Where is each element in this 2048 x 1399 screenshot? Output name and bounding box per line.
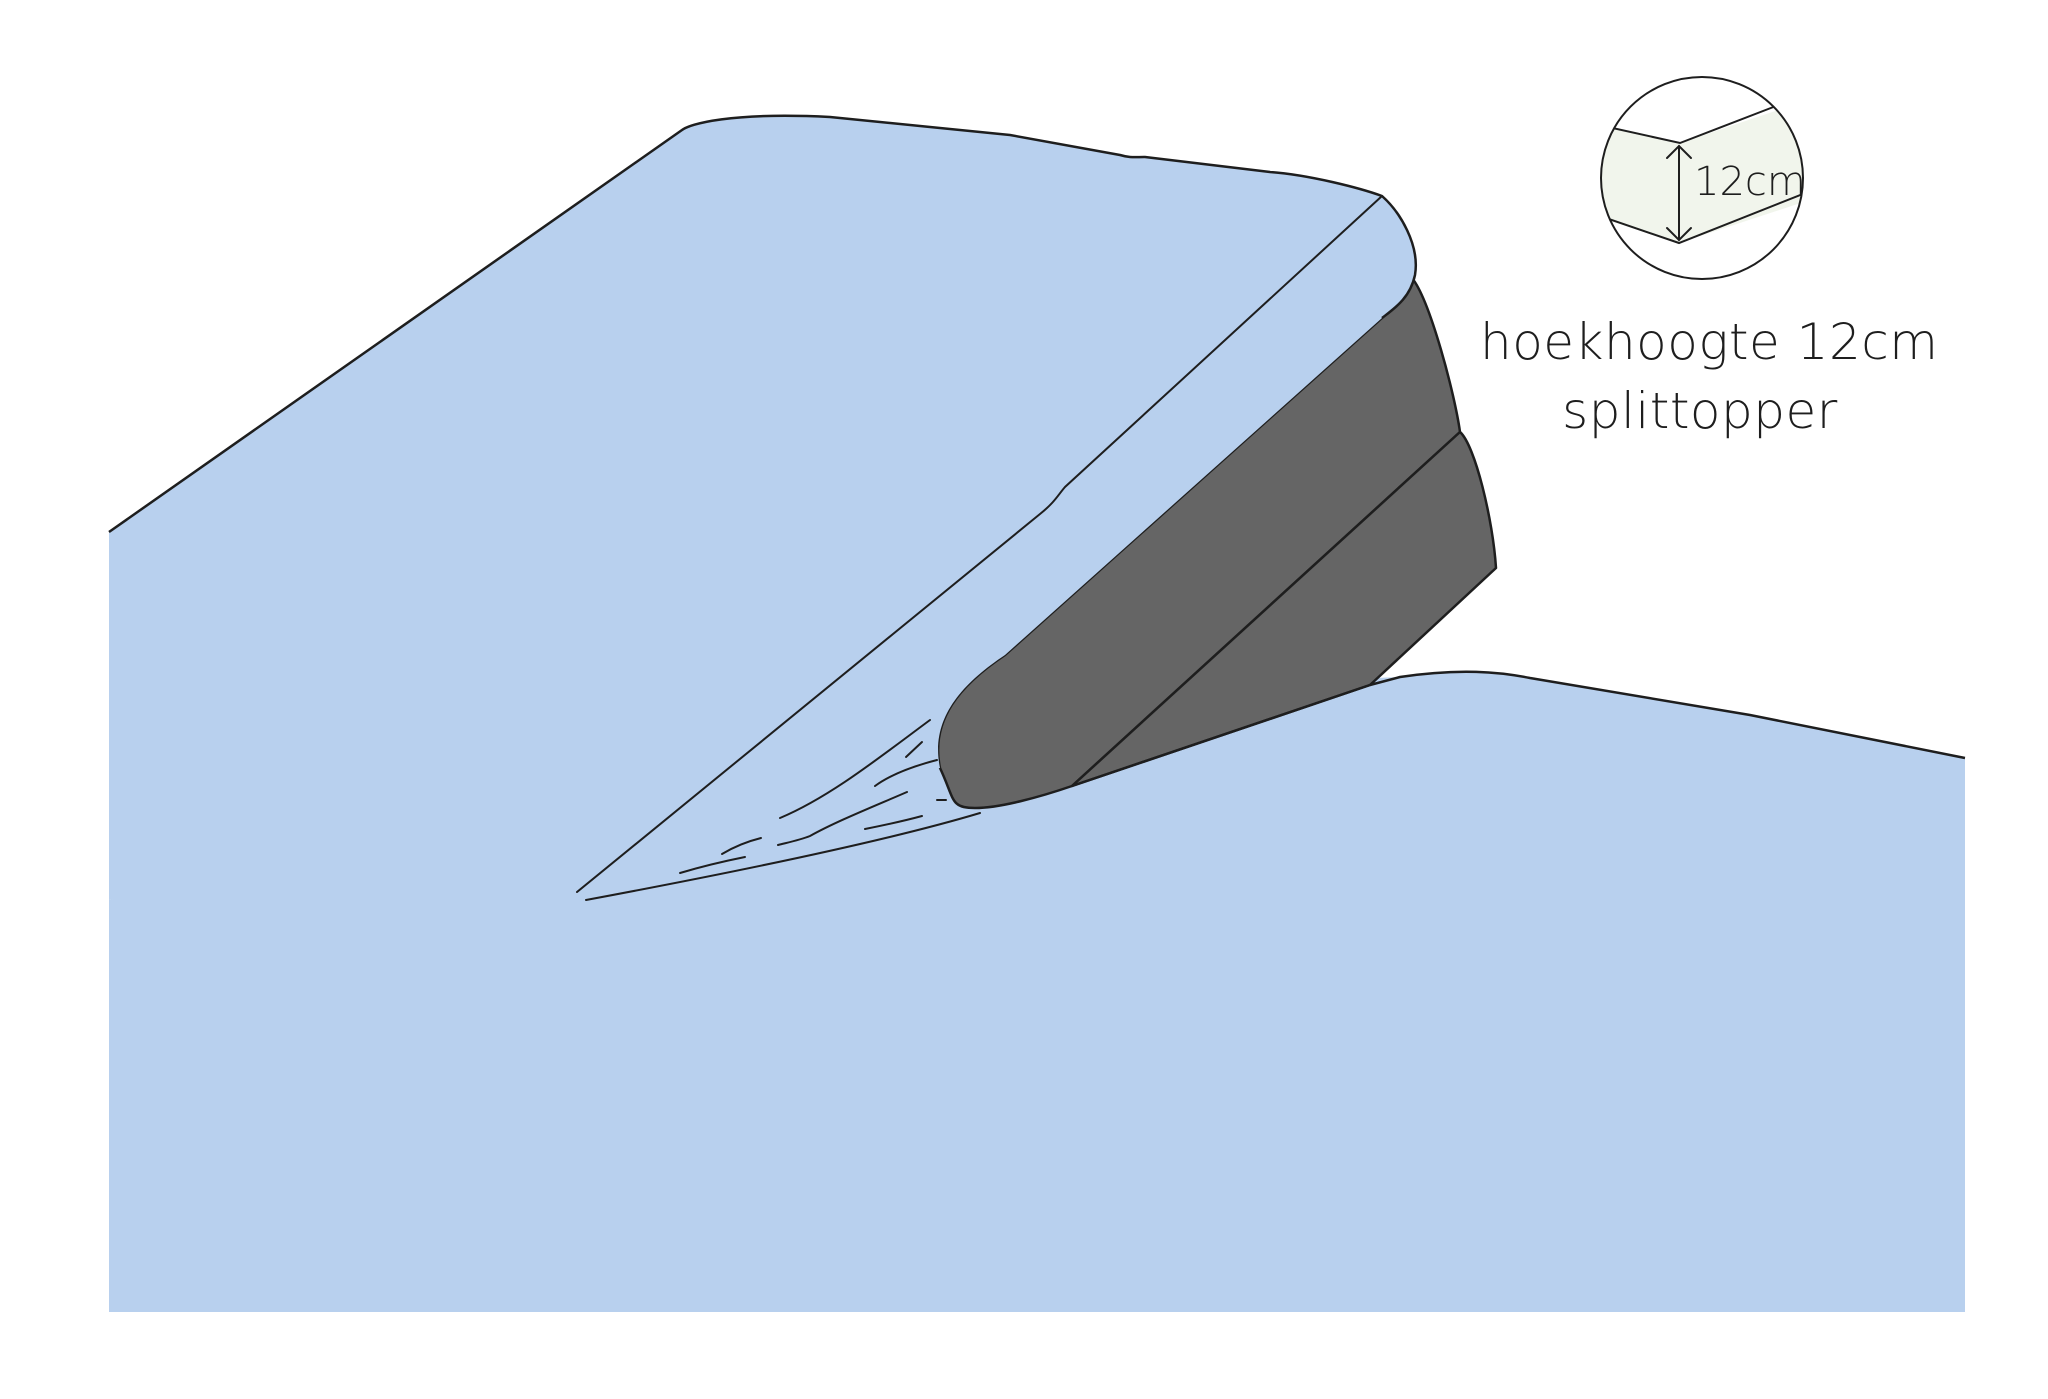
detail-height-label: 12cm — [1694, 159, 1806, 205]
topper-lower-segment — [1070, 430, 1498, 788]
sheet-fold-lines — [576, 195, 1383, 901]
detail-dimension-arrow — [1666, 144, 1692, 242]
detail-corner-block — [1601, 106, 1803, 243]
sheet-left-surface — [109, 115, 1416, 901]
sheet-left-outline — [108, 114, 1418, 534]
caption-product-type: splittopper — [1562, 382, 1838, 440]
sheet-right-surface — [109, 671, 1965, 1312]
corner-height-detail: 12cm — [1600, 76, 1806, 280]
sheet-right-outline — [1071, 670, 1966, 788]
caption-corner-height: hoekhoogte 12cm — [1480, 313, 1939, 371]
